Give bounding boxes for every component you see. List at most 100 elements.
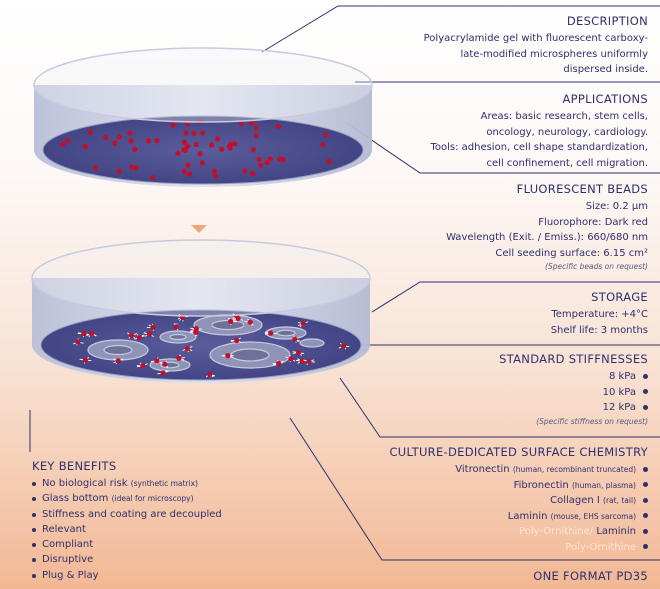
bullet-icon <box>643 404 648 410</box>
bead <box>129 164 135 170</box>
bead <box>211 168 218 174</box>
key-benefits: KEY BENEFITS No biological risk (synthet… <box>32 458 222 583</box>
bead <box>93 164 99 171</box>
bead <box>247 319 253 325</box>
benefit-item: No biological risk (synthetic matrix) <box>32 476 222 491</box>
chemistry-detail: (human, plasma) <box>571 480 636 490</box>
applications-line: Tools: adhesion, cell shape standardizat… <box>430 142 648 153</box>
benefit-text: Stiffness and coating are decoupled <box>42 508 222 520</box>
bullet-icon <box>643 513 648 518</box>
bead <box>234 337 240 344</box>
description-block: DESCRIPTION Polyacrylamide gel with fluo… <box>424 13 648 78</box>
leader-format <box>289 417 660 561</box>
beads-note: (Specific beads on request) <box>545 262 648 271</box>
chemistry-title: CULTURE-DEDICATED SURFACE CHEMISTRY <box>389 445 648 459</box>
bead <box>146 331 153 337</box>
chemistry-detail: (human, recombinant truncated) <box>512 465 636 474</box>
bead <box>253 125 259 131</box>
chemistry-item: Poly-Ornithine/ Laminin <box>389 524 648 540</box>
stiffness-value: 8 kPa <box>608 371 636 382</box>
top-beads <box>60 118 332 181</box>
bead <box>128 138 134 144</box>
stiffness-value: 10 kPa <box>602 386 636 398</box>
bead <box>170 122 176 128</box>
benefit-detail: (synthetic matrix) <box>130 479 198 488</box>
bead <box>186 171 193 177</box>
stiffness-value: 12 kPa <box>602 402 636 413</box>
bead <box>88 331 95 337</box>
bead <box>193 325 199 332</box>
bead <box>181 139 187 145</box>
storage-title: STORAGE <box>591 290 648 304</box>
bead <box>249 120 255 126</box>
benefit-detail: (ideal for microscopy) <box>111 494 194 504</box>
bead <box>150 324 156 330</box>
benefit-item: Glass bottom (ideal for microscopy) <box>32 491 222 506</box>
bead <box>275 123 281 130</box>
bead <box>112 140 118 146</box>
chemistry-item: Poly-Ornithine <box>389 540 648 556</box>
stiffness-item: 8 kPa <box>499 369 648 385</box>
bead <box>191 130 197 136</box>
top-gel <box>43 116 363 184</box>
description-line: dispersed inside. <box>563 64 648 75</box>
chemistry-detail: (rat, tail) <box>603 496 636 505</box>
bead <box>276 361 282 367</box>
chemistry-name: Vitronectin <box>455 464 510 475</box>
leader-chemistry <box>339 377 660 438</box>
bead <box>145 138 151 144</box>
beads-size: Size: 0.2 µm <box>585 201 648 212</box>
format-title: ONE FORMAT PD35 <box>533 569 648 583</box>
bead <box>116 168 122 174</box>
bead <box>181 147 187 153</box>
bead <box>225 353 231 359</box>
bead <box>199 130 206 136</box>
beads-fluorophore: Fluorophore: Dark red <box>538 216 648 228</box>
bead <box>197 151 203 157</box>
bead <box>292 336 298 342</box>
bead <box>228 318 234 325</box>
bead <box>227 145 233 151</box>
bead <box>75 339 81 345</box>
benefit-text: Plug & Play <box>42 569 99 581</box>
bullet-icon <box>643 528 648 534</box>
benefit-text: Disruptive <box>42 554 94 566</box>
key-benefits-list: No biological risk (synthetic matrix) Gl… <box>32 476 222 583</box>
bead <box>128 332 135 338</box>
down-arrow <box>191 225 207 233</box>
bead <box>267 156 273 162</box>
bead <box>185 162 191 168</box>
chemistry-item: Vitronectin (human, recombinant truncate… <box>389 462 648 478</box>
bead <box>133 165 139 171</box>
bead <box>193 329 199 335</box>
benefit-item: Compliant <box>32 537 222 552</box>
storage-shelf-life: Shelf life: 3 months <box>550 324 648 336</box>
applications-line: oncology, neurology, cardiology. <box>486 126 648 138</box>
bead <box>299 358 305 364</box>
bead <box>193 141 199 148</box>
bead <box>103 134 109 141</box>
bead <box>173 324 179 330</box>
benefit-item: Disruptive <box>32 552 222 567</box>
benefit-text: Relevant <box>42 523 86 535</box>
key-benefits-title: KEY BENEFITS <box>32 459 117 473</box>
bead <box>199 160 205 166</box>
description-line: late-modified microspheres uniformly <box>460 48 648 60</box>
bead <box>207 371 213 377</box>
bead <box>185 143 191 149</box>
bead <box>116 134 122 140</box>
bead <box>242 168 248 174</box>
bead <box>268 330 274 336</box>
bead <box>232 141 238 147</box>
chemistry-name: Fibronectin <box>513 479 569 491</box>
bead <box>323 132 329 138</box>
stiffness-block: STANDARD STIFFNESSES 8 kPa 10 kPa 12 kPa… <box>499 351 648 428</box>
bead <box>264 160 270 166</box>
beads-title: FLUORESCENT BEADS <box>516 182 648 196</box>
bead <box>150 174 156 181</box>
bead <box>132 146 138 152</box>
bead <box>115 358 121 364</box>
bead <box>320 142 326 148</box>
bead <box>154 137 160 144</box>
chemistry-combo-dark: Laminin <box>596 526 636 537</box>
